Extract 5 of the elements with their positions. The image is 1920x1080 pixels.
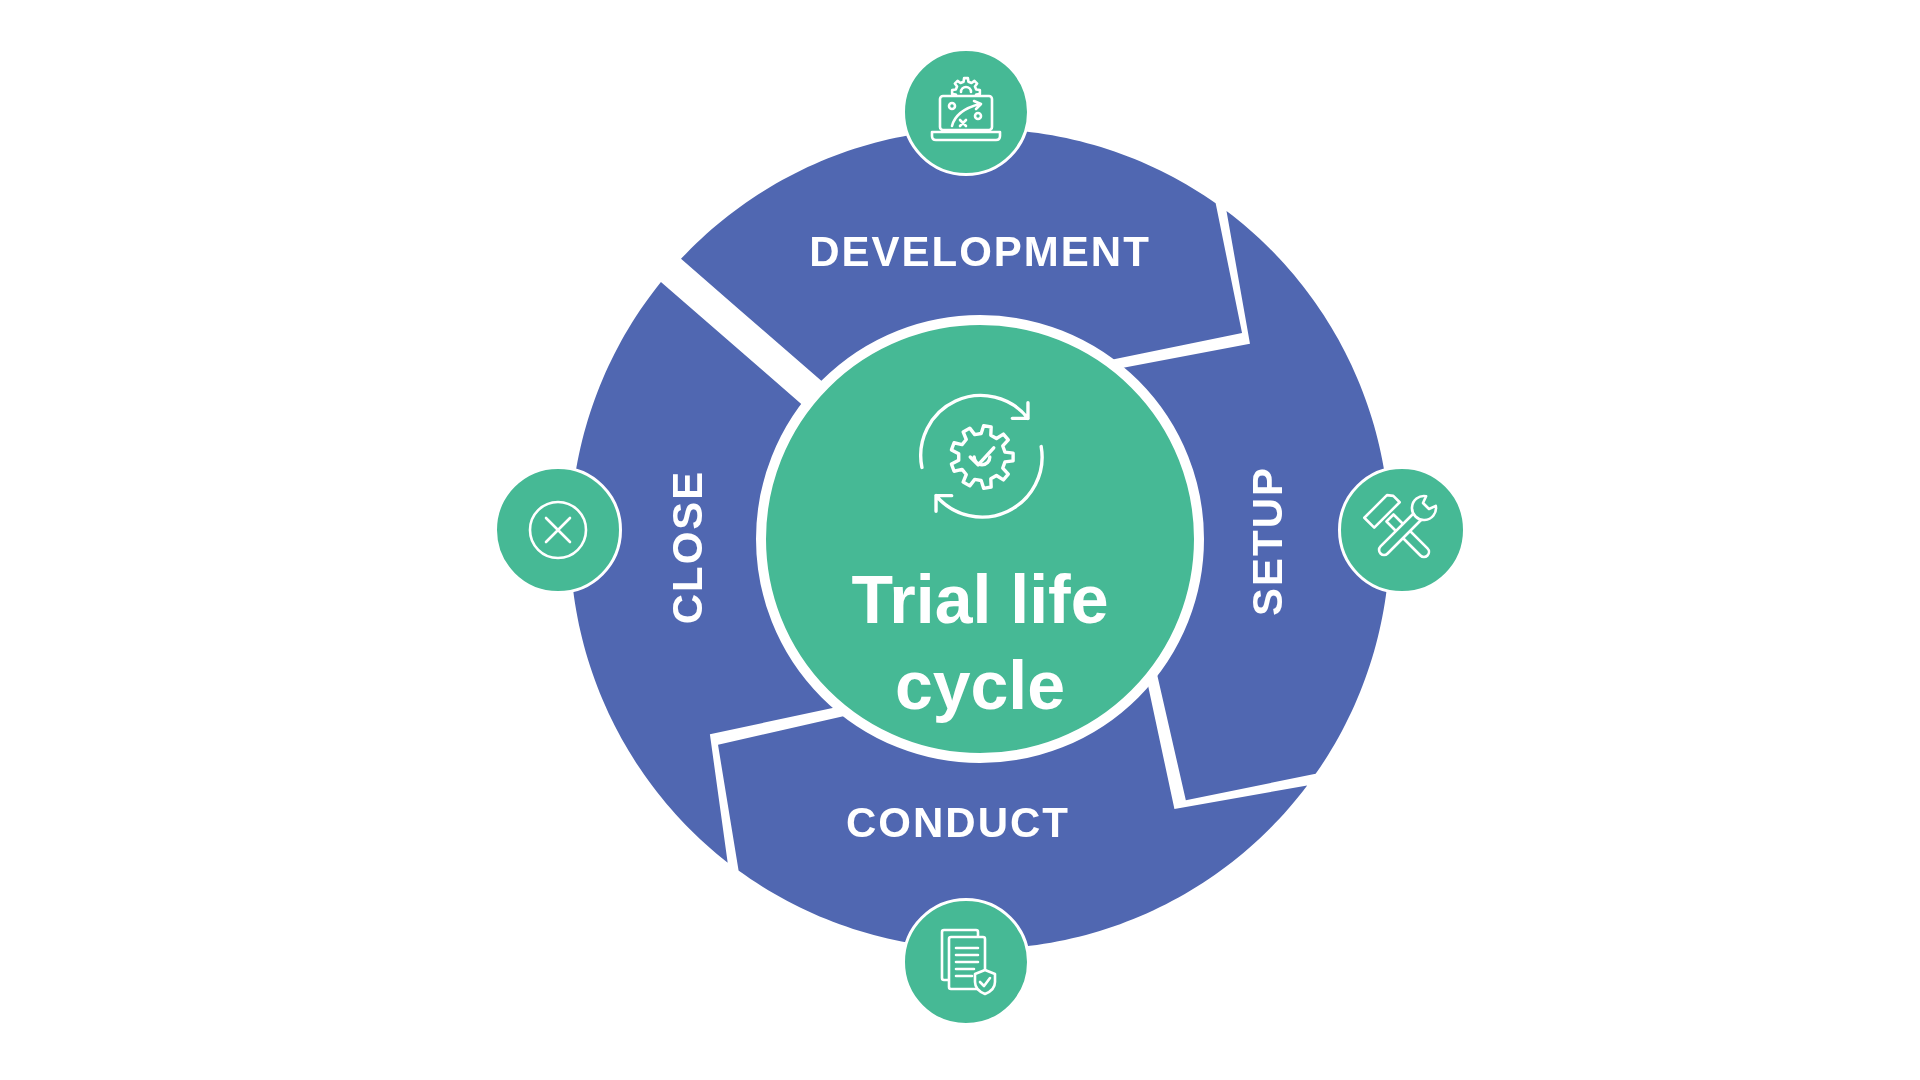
segment-label: DEVELOPMENT xyxy=(809,229,1151,275)
segment-label: SETUP xyxy=(1245,465,1291,616)
hub-title: Trial life cycle xyxy=(850,560,1110,725)
segment-label: CLOSE xyxy=(665,469,711,625)
segment-label: CONDUCT xyxy=(846,800,1070,846)
